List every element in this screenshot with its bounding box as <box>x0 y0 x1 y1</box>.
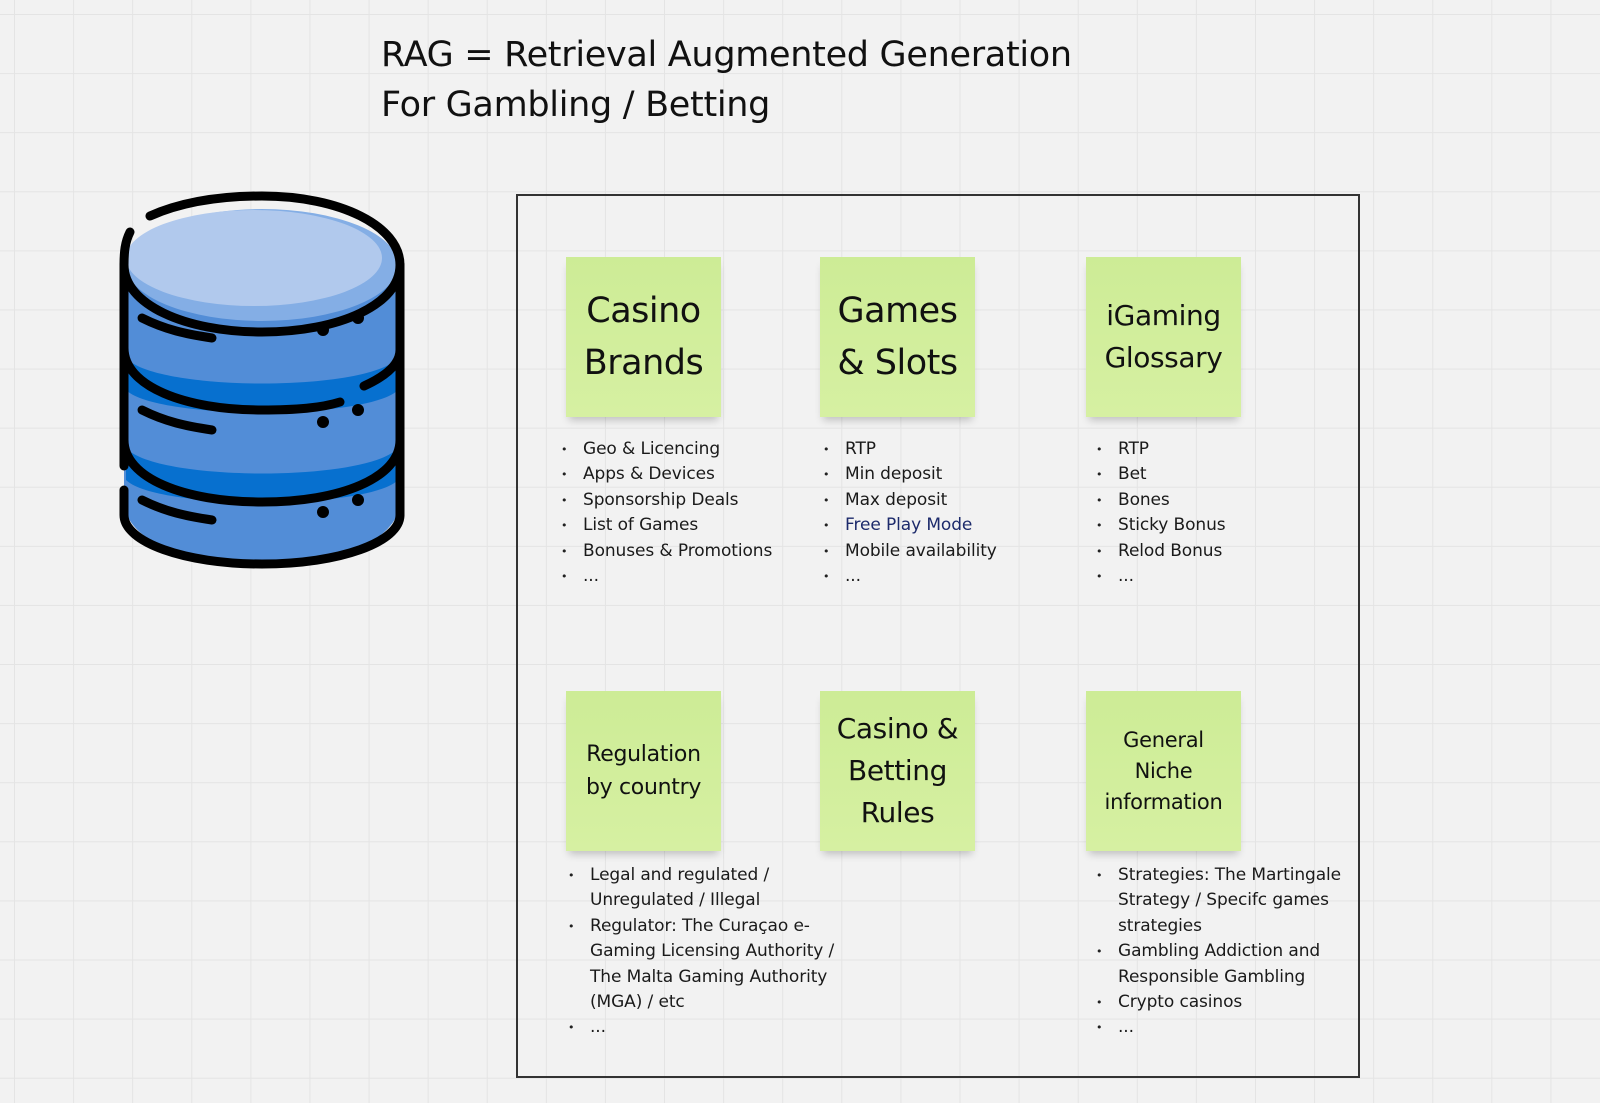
sticky-title-line: by country <box>585 775 702 800</box>
list-item: Geo & Licencing <box>561 437 772 463</box>
list-igaming-glossary: RTP Bet Bones Sticky Bonus Relod Bonus .… <box>1096 437 1226 590</box>
sticky-title-line: Betting <box>848 754 947 787</box>
title-line-1: RAG = Retrieval Augmented Generation <box>381 35 1072 75</box>
list-item: RTP <box>823 437 997 463</box>
database-lights <box>317 312 364 518</box>
list-item: ... <box>1096 564 1226 590</box>
list-item: Sticky Bonus <box>1096 513 1226 539</box>
sticky-general-niche-information[interactable]: General Niche information <box>1086 691 1241 851</box>
list-item: ... <box>561 564 772 590</box>
title-line-2: For Gambling / Betting <box>381 85 771 125</box>
sticky-title-line: Casino & <box>836 712 959 745</box>
list-item: Apps & Devices <box>561 462 772 488</box>
list-item: Bet <box>1096 462 1226 488</box>
sticky-igaming-glossary[interactable]: iGaming Glossary <box>1086 257 1241 417</box>
list-item: Strategies: The Martingale Strategy / Sp… <box>1096 863 1346 939</box>
list-general-niche-information: Strategies: The Martingale Strategy / Sp… <box>1096 863 1346 1041</box>
list-casino-brands: Geo & Licencing Apps & Devices Sponsorsh… <box>561 437 772 590</box>
list-item: Bones <box>1096 488 1226 514</box>
sticky-title-line: Niche <box>1134 758 1193 783</box>
database-outline <box>119 191 405 569</box>
sticky-games-slots[interactable]: Games & Slots <box>820 257 975 417</box>
list-item: Bonuses & Promotions <box>561 539 772 565</box>
list-item: RTP <box>1096 437 1226 463</box>
list-item: Max deposit <box>823 488 997 514</box>
sticky-title: Games & Slots <box>837 285 958 389</box>
sticky-title-line: Casino <box>586 291 701 331</box>
list-item: Regulator: The Curaçao e-Gaming Licensin… <box>568 914 838 1016</box>
sticky-title-line: Regulation <box>586 742 701 767</box>
list-item: Legal and regulated / Unregulated / Ille… <box>568 863 838 914</box>
database-body <box>124 209 400 564</box>
list-item: Min deposit <box>823 462 997 488</box>
sticky-title-line: information <box>1104 789 1223 814</box>
list-item: ... <box>568 1015 838 1041</box>
sticky-title-line: iGaming <box>1106 299 1221 332</box>
list-item: Mobile availability <box>823 539 997 565</box>
sticky-title-line: Glossary <box>1104 341 1223 374</box>
list-item: List of Games <box>561 513 772 539</box>
sticky-regulation-by-country[interactable]: Regulation by country <box>566 691 721 851</box>
sticky-title: Casino & Betting Rules <box>837 708 959 834</box>
sticky-title: Regulation by country <box>586 738 701 804</box>
database-icon <box>119 191 405 569</box>
sticky-casino-betting-rules[interactable]: Casino & Betting Rules <box>820 691 975 851</box>
sticky-title: Casino Brands <box>583 285 704 389</box>
sticky-title: iGaming Glossary <box>1105 295 1223 379</box>
sticky-casino-brands[interactable]: Casino Brands <box>566 257 721 417</box>
sticky-title: General Niche information <box>1105 725 1223 818</box>
sticky-title-line: Rules <box>860 796 935 829</box>
list-item: Sponsorship Deals <box>561 488 772 514</box>
list-item: Gambling Addiction and Responsible Gambl… <box>1096 939 1346 990</box>
list-item: Crypto casinos <box>1096 990 1346 1016</box>
board-title: RAG = Retrieval Augmented Generation For… <box>381 30 1072 130</box>
sticky-title-line: Games <box>837 291 958 331</box>
list-item: ... <box>823 564 997 590</box>
list-item: Relod Bonus <box>1096 539 1226 565</box>
sticky-title-line: Brands <box>583 343 704 383</box>
sticky-title-line: & Slots <box>837 343 958 383</box>
knowledge-frame[interactable] <box>516 194 1360 1078</box>
list-item: ... <box>1096 1015 1346 1041</box>
sticky-title-line: General <box>1123 727 1204 752</box>
list-regulation-by-country: Legal and regulated / Unregulated / Ille… <box>568 863 838 1041</box>
list-games-slots: RTP Min deposit Max deposit Free Play Mo… <box>823 437 997 590</box>
list-item-link[interactable]: Free Play Mode <box>823 513 997 539</box>
